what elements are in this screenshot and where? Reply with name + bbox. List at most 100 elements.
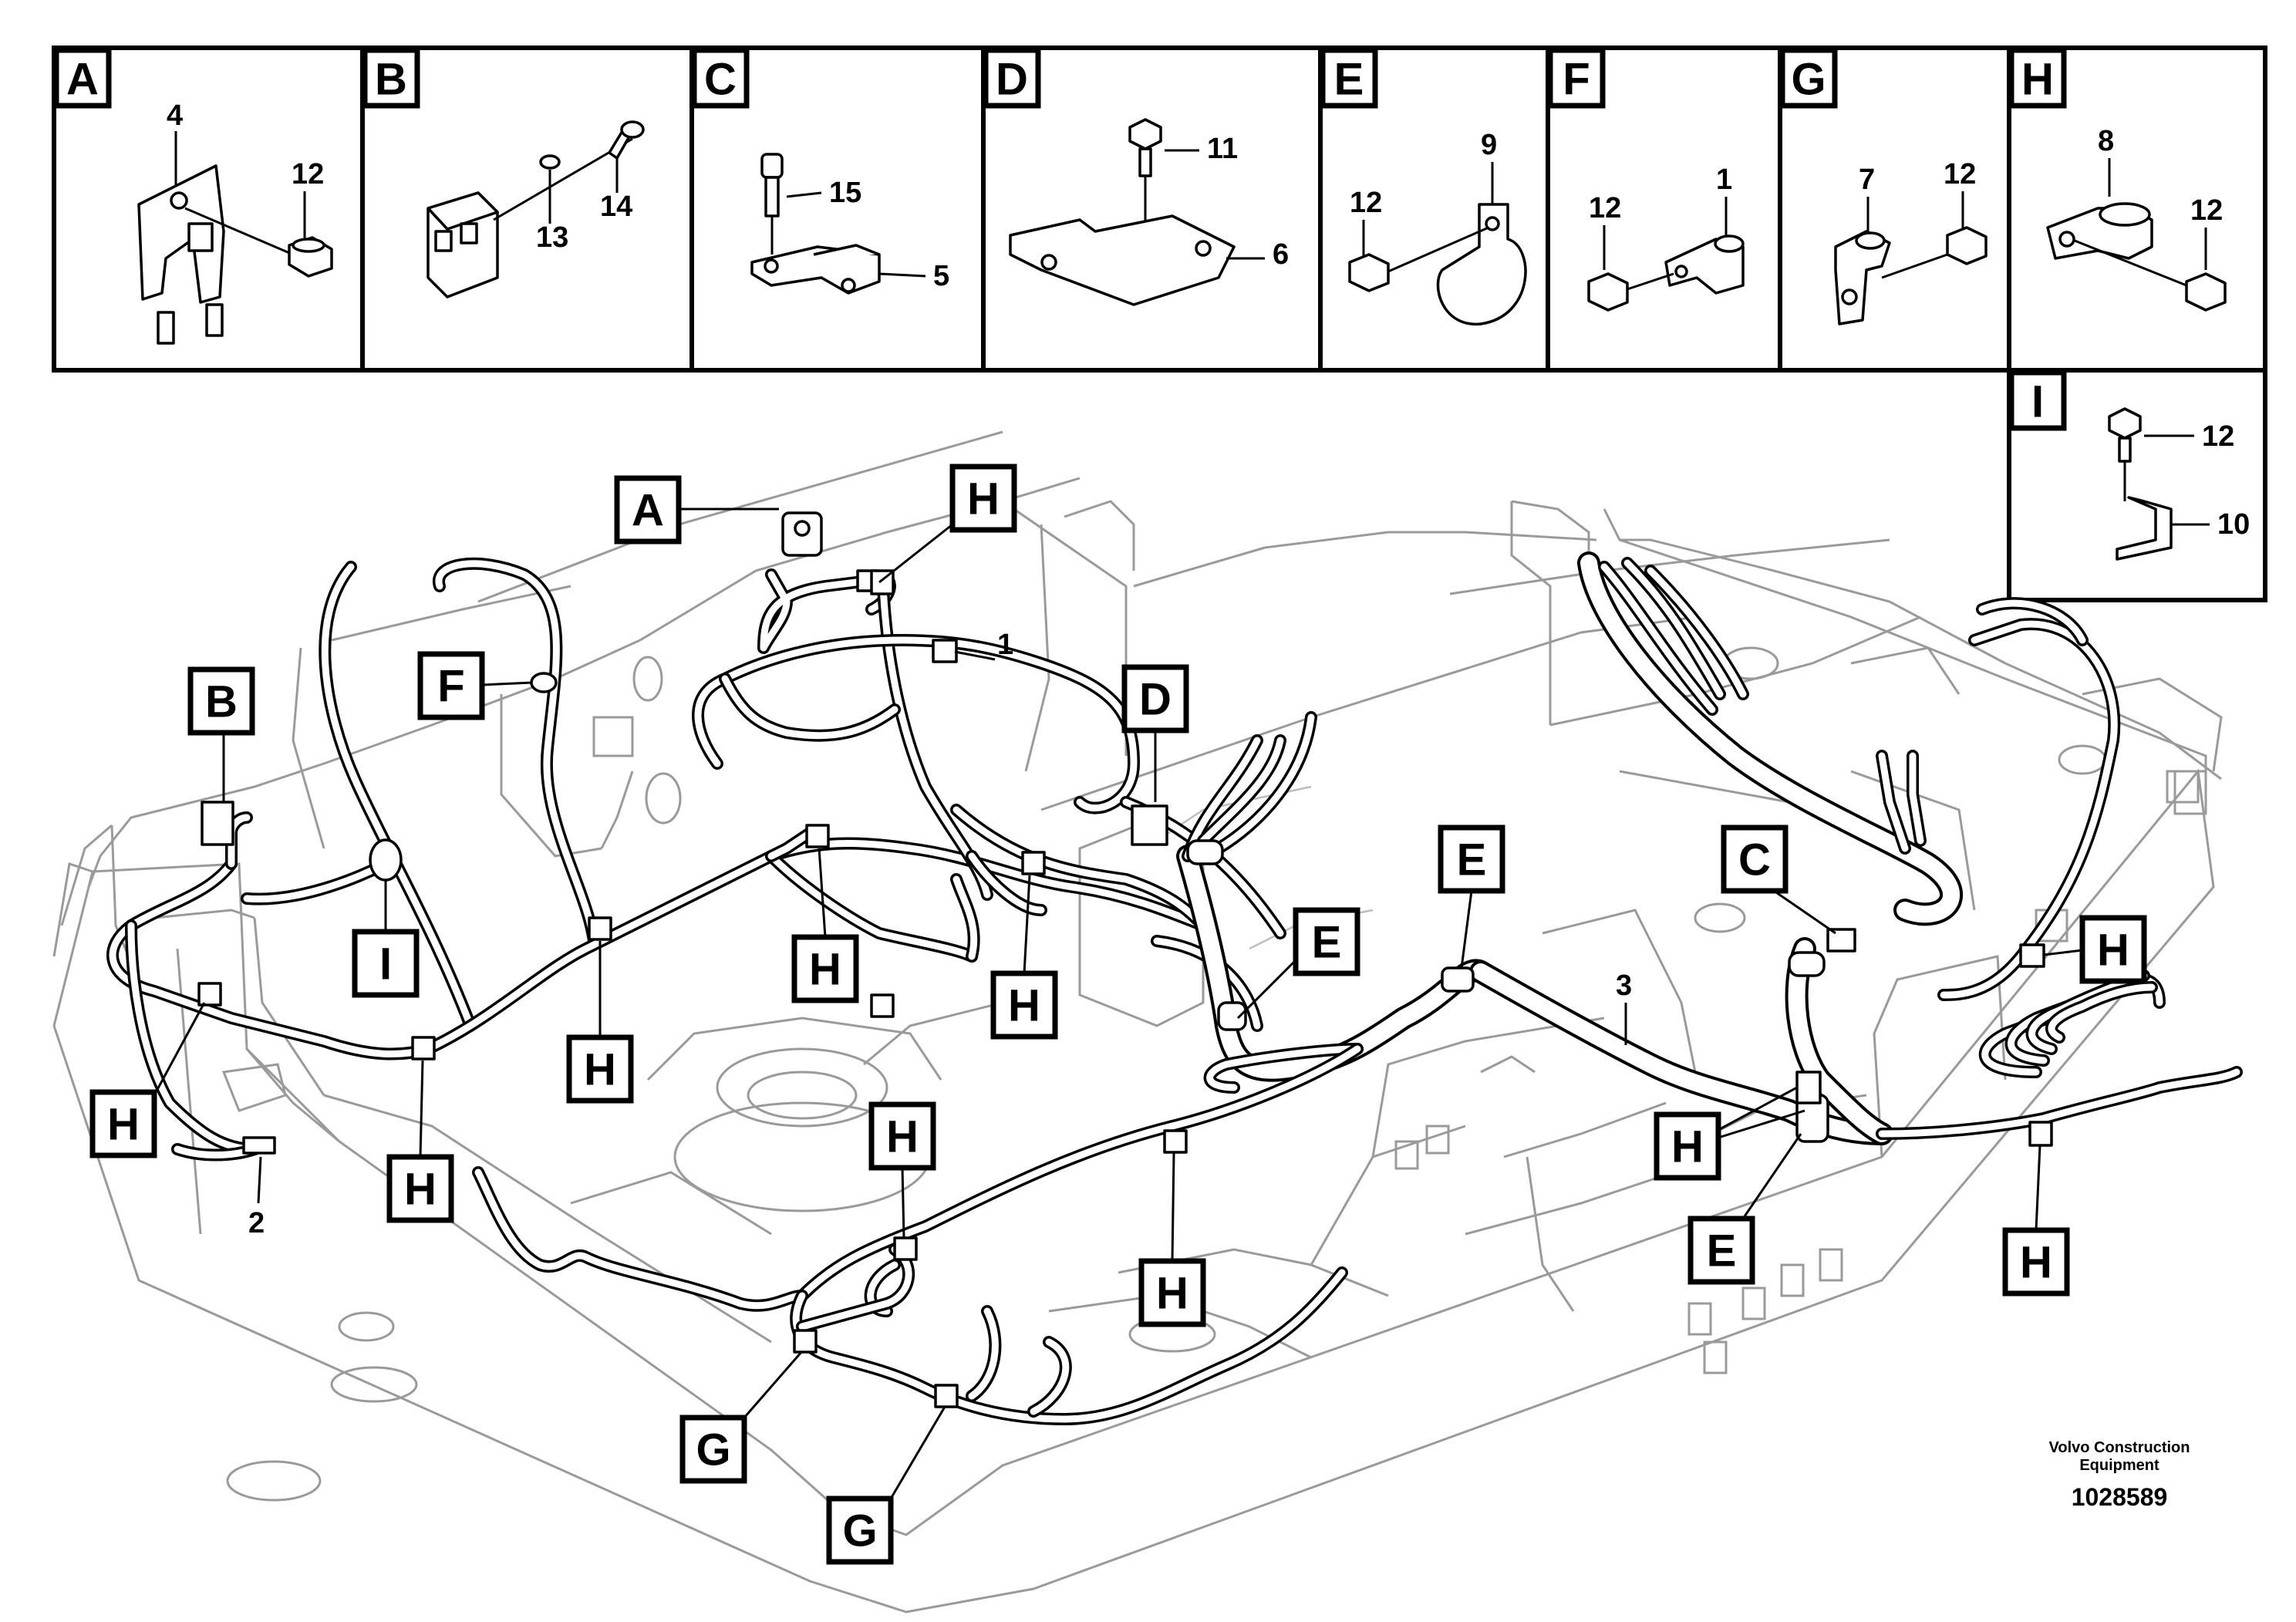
- detail-panel-f: F 12 1: [1547, 47, 1745, 312]
- part-label: 2: [248, 1207, 265, 1239]
- callout-b: B: [187, 666, 255, 802]
- callout-letter: H: [584, 1045, 616, 1095]
- part-number: 14: [600, 191, 632, 223]
- relay-b-icon: [201, 801, 234, 846]
- clamp-plate-icon: [750, 244, 926, 295]
- detail-panel-d: D 11 6: [983, 47, 1289, 306]
- panel-letter: C: [704, 55, 737, 105]
- clamp-h-icon: [893, 1236, 918, 1261]
- callout-h: H: [1138, 1152, 1206, 1327]
- cable-clip-icon: [2046, 202, 2153, 260]
- callout-letter: G: [696, 1425, 730, 1475]
- clamp-h-icon: [197, 982, 222, 1007]
- callout-letter: H: [809, 945, 841, 995]
- screw-icon: [760, 153, 822, 255]
- callout-letter: H: [2097, 926, 2129, 976]
- callout-letter: B: [205, 677, 238, 727]
- clamp-g-icon: [934, 1384, 959, 1408]
- callout-h: H: [566, 941, 634, 1104]
- bolt-icon: [1881, 226, 1988, 279]
- washer-icon: [539, 154, 561, 170]
- clamp-g-icon: [793, 1329, 818, 1354]
- part-labels: 1 2 3: [248, 629, 1632, 1239]
- bolt-icon: [2074, 239, 2227, 312]
- bolt-icon: [184, 207, 333, 278]
- clamp-h-icon: [1021, 851, 1046, 875]
- part-number: 9: [1481, 129, 1497, 161]
- company-name-line1: Volvo Construction: [2049, 1439, 2190, 1456]
- callout-e: E: [1236, 907, 1360, 1020]
- clamp-h-icon: [1795, 1071, 1822, 1104]
- callout-h: H: [990, 875, 1058, 1040]
- clamp-h-icon: [805, 824, 830, 848]
- callout-h: H: [791, 848, 859, 1003]
- clamp-e-icon: [1441, 966, 1475, 993]
- part-number: 11: [1207, 133, 1238, 165]
- part-number: 12: [1944, 158, 1976, 191]
- callout-h: H: [2002, 1145, 2070, 1297]
- panel-letter: H: [2021, 55, 2054, 105]
- part-number: 8: [2098, 125, 2114, 157]
- clamp-h-icon: [2019, 943, 2045, 968]
- clamp-f-icon: [530, 672, 558, 693]
- panel-letter: I: [2031, 377, 2044, 427]
- callout-e: E: [1438, 824, 1505, 969]
- detail-panel-strip: [52, 46, 2267, 602]
- callout-i: I: [352, 879, 420, 998]
- callout-c: C: [1721, 824, 1836, 935]
- panel-letter: A: [66, 55, 99, 105]
- callout-h: H: [1654, 1086, 1805, 1181]
- callout-letter: H: [2020, 1238, 2052, 1288]
- callout-letter: H: [1156, 1269, 1188, 1319]
- callout-letter: F: [437, 662, 464, 712]
- cable-clip-icon: [1664, 234, 1745, 295]
- footer: Volvo Construction Equipment 1028589: [2049, 1439, 2190, 1511]
- callout-letter: H: [107, 1100, 140, 1150]
- panel-letter: B: [375, 55, 407, 105]
- clamp-h-icon: [588, 916, 612, 941]
- callouts: A H B F D I H: [89, 464, 2147, 1565]
- bolt-icon: [2108, 407, 2194, 501]
- part-number: 6: [1273, 238, 1289, 271]
- panel-letter: D: [996, 55, 1028, 105]
- detail-panel-c: C 15 5: [691, 47, 949, 295]
- harness-clamps: [197, 511, 2053, 1408]
- callout-h: H: [868, 1101, 936, 1239]
- callout-letter: E: [1707, 1226, 1737, 1276]
- part-label: 1: [997, 629, 1013, 661]
- bracket-icon: [2116, 496, 2210, 561]
- part-number: 5: [933, 260, 949, 292]
- terminal-icon: [242, 1136, 276, 1155]
- callout-letter: C: [1738, 835, 1771, 885]
- clamp-h-icon: [870, 993, 895, 1018]
- part-number: 13: [536, 221, 568, 254]
- clamp-h-icon: [2028, 1121, 2053, 1147]
- drawing-number: 1028589: [2072, 1483, 2168, 1511]
- screw-icon: [608, 120, 645, 160]
- clamp-e-icon: [1217, 1001, 1247, 1031]
- grommet-icon: [1788, 951, 1826, 977]
- callout-h: H: [89, 1002, 206, 1158]
- part-number: 15: [829, 177, 861, 209]
- callout-letter: H: [1008, 981, 1040, 1031]
- part-label: 3: [1616, 969, 1632, 1002]
- part-number: 12: [2202, 420, 2234, 453]
- frame-outline: [52, 430, 2223, 1614]
- part-number: 12: [1589, 192, 1621, 224]
- callout-e: E: [1687, 1133, 1802, 1285]
- detail-panel-b: B 13 14: [362, 47, 645, 298]
- company-name-line2: Equipment: [2079, 1457, 2159, 1474]
- detail-panel-h: H 8 12: [2008, 47, 2227, 312]
- part-number: 10: [2217, 508, 2250, 541]
- plate-d-icon: [1131, 804, 1168, 846]
- p-clamp-icon: [1436, 203, 1527, 325]
- clamp-1-icon: [932, 639, 958, 663]
- callout-h: H: [878, 464, 1017, 584]
- bolt-icon: [1348, 226, 1489, 292]
- detail-panel-a: A 4 12: [53, 47, 333, 345]
- callout-g: G: [826, 1406, 946, 1565]
- grommet-icon: [1186, 839, 1224, 865]
- callout-letter: H: [967, 474, 1000, 524]
- relay-icon: [426, 191, 499, 298]
